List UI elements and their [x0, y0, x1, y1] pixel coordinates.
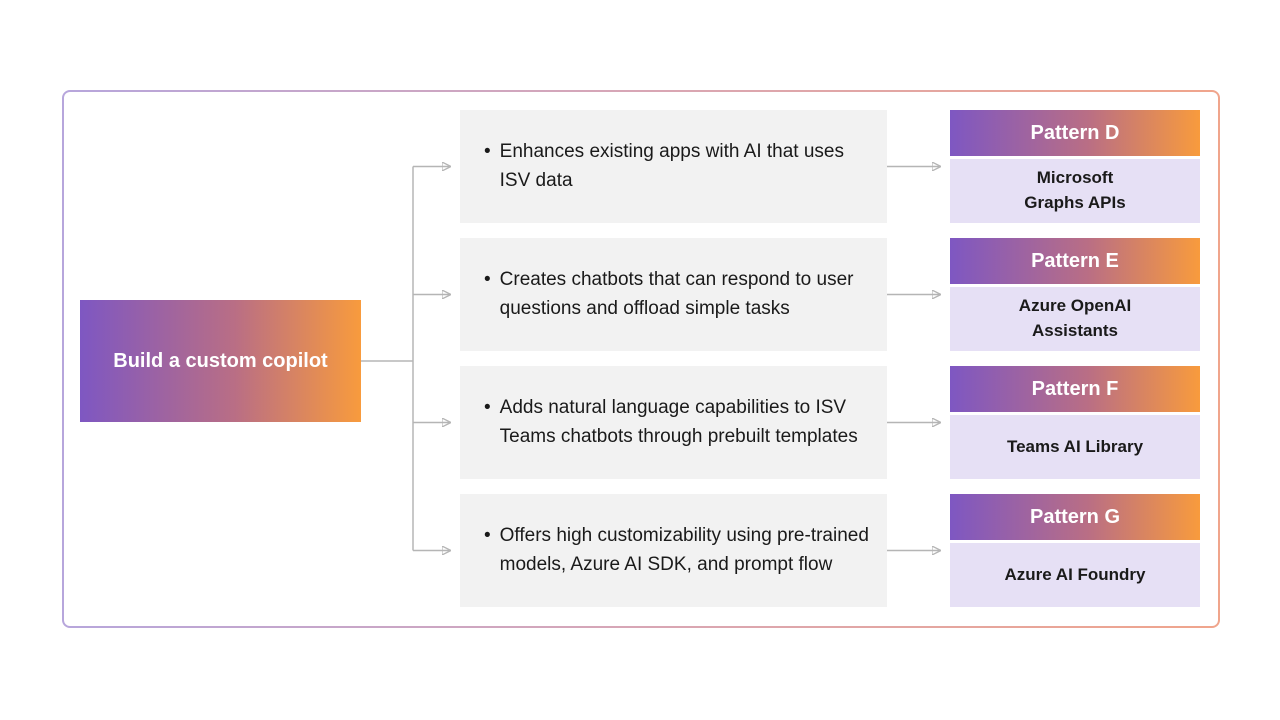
pattern-card-g: Pattern G Azure AI Foundry [950, 494, 1200, 607]
pattern-technology-e: Azure OpenAI Assistants [950, 287, 1200, 351]
pattern-header-e: Pattern E [950, 238, 1200, 284]
bullet-icon: • [484, 269, 491, 290]
bullet-icon: • [484, 397, 491, 418]
bullet-icon: • [484, 141, 491, 162]
pattern-header-g: Pattern G [950, 494, 1200, 540]
pattern-technology-d: Microsoft Graphs APIs [950, 159, 1200, 223]
root-node-label: Build a custom copilot [113, 349, 328, 372]
pattern-technology-f: Teams AI Library [950, 415, 1200, 479]
description-text-4: Offers high customizability using pre-tr… [499, 525, 869, 575]
description-box-4: • Offers high customizability using pre-… [460, 494, 887, 607]
bullet-icon: • [484, 525, 491, 546]
description-text-2: Creates chatbots that can respond to use… [499, 269, 854, 319]
root-node-build-custom-copilot: Build a custom copilot [80, 300, 361, 422]
description-box-1: • Enhances existing apps with AI that us… [460, 110, 887, 223]
pattern-header-d: Pattern D [950, 110, 1200, 156]
pattern-card-e: Pattern E Azure OpenAI Assistants [950, 238, 1200, 351]
description-text-3: Adds natural language capabilities to IS… [499, 397, 858, 447]
description-box-2: • Creates chatbots that can respond to u… [460, 238, 887, 351]
description-box-3: • Adds natural language capabilities to … [460, 366, 887, 479]
description-text-1: Enhances existing apps with AI that uses… [499, 141, 844, 191]
pattern-technology-g: Azure AI Foundry [950, 543, 1200, 607]
pattern-header-f: Pattern F [950, 366, 1200, 412]
pattern-card-d: Pattern D Microsoft Graphs APIs [950, 110, 1200, 223]
pattern-card-f: Pattern F Teams AI Library [950, 366, 1200, 479]
